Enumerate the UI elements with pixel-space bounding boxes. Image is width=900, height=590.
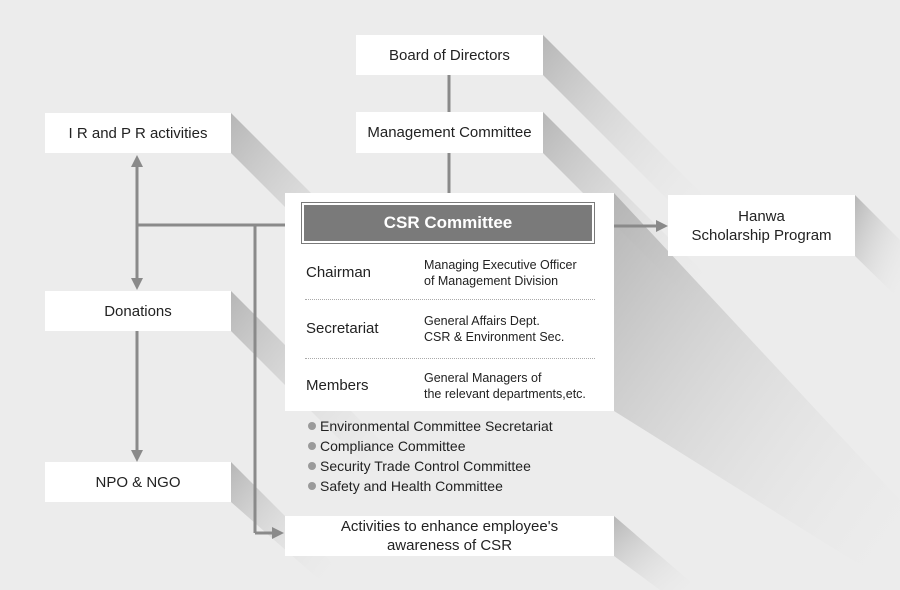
csr-row-label: Secretariat	[306, 320, 379, 337]
csr-row-label: Chairman	[306, 264, 372, 281]
csr-row-label: Members	[306, 377, 369, 394]
csr-committee-panel: CSR Committee Chairman Managing Executiv…	[285, 193, 614, 411]
hanwa-scholarship-label: Hanwa Scholarship Program	[691, 207, 832, 244]
sub-committee-item: Security Trade Control Committee	[308, 456, 553, 476]
csr-row-value: Managing Executive Officer of Management…	[424, 257, 577, 288]
sub-committee-label: Security Trade Control Committee	[320, 458, 531, 474]
board-of-directors-label: Board of Directors	[389, 46, 510, 64]
npo-ngo-box: NPO & NGO	[45, 462, 231, 502]
csr-committee-title: CSR Committee	[301, 202, 595, 244]
csr-row-members: Members General Managers of the relevant…	[305, 357, 595, 414]
sub-committee-label: Environmental Committee Secretariat	[320, 418, 553, 434]
board-of-directors-box: Board of Directors	[356, 35, 543, 75]
employee-awareness-box: Activities to enhance employee's awarene…	[285, 516, 614, 556]
bullet-icon	[308, 422, 316, 430]
sub-committee-item: Safety and Health Committee	[308, 476, 553, 496]
csr-row-chairman: Chairman Managing Executive Officer of M…	[305, 244, 595, 301]
sub-committee-label: Compliance Committee	[320, 438, 466, 454]
management-committee-label: Management Committee	[367, 124, 532, 141]
csr-row-secretariat: Secretariat General Affairs Dept. CSR & …	[305, 300, 595, 357]
ir-pr-activities-box: I R and P R activities	[45, 113, 231, 153]
ir-pr-activities-label: I R and P R activities	[68, 124, 208, 142]
sub-committee-label: Safety and Health Committee	[320, 478, 503, 494]
sub-committee-list: Environmental Committee Secretariat Comp…	[308, 416, 553, 496]
csr-row-value: General Managers of the relevant departm…	[424, 370, 586, 401]
bullet-icon	[308, 482, 316, 490]
hanwa-scholarship-box: Hanwa Scholarship Program	[668, 195, 855, 256]
csr-row-value: General Affairs Dept. CSR & Environment …	[424, 313, 565, 344]
bullet-icon	[308, 462, 316, 470]
npo-ngo-label: NPO & NGO	[95, 473, 181, 491]
sub-committee-item: Environmental Committee Secretariat	[308, 416, 553, 436]
donations-box: Donations	[45, 291, 231, 331]
management-committee-box: Management Committee	[356, 112, 543, 153]
donations-label: Donations	[104, 302, 172, 320]
employee-awareness-label: Activities to enhance employee's awarene…	[340, 518, 559, 554]
row-divider	[305, 299, 595, 300]
bullet-icon	[308, 442, 316, 450]
sub-committee-item: Compliance Committee	[308, 436, 553, 456]
row-divider	[305, 358, 595, 359]
